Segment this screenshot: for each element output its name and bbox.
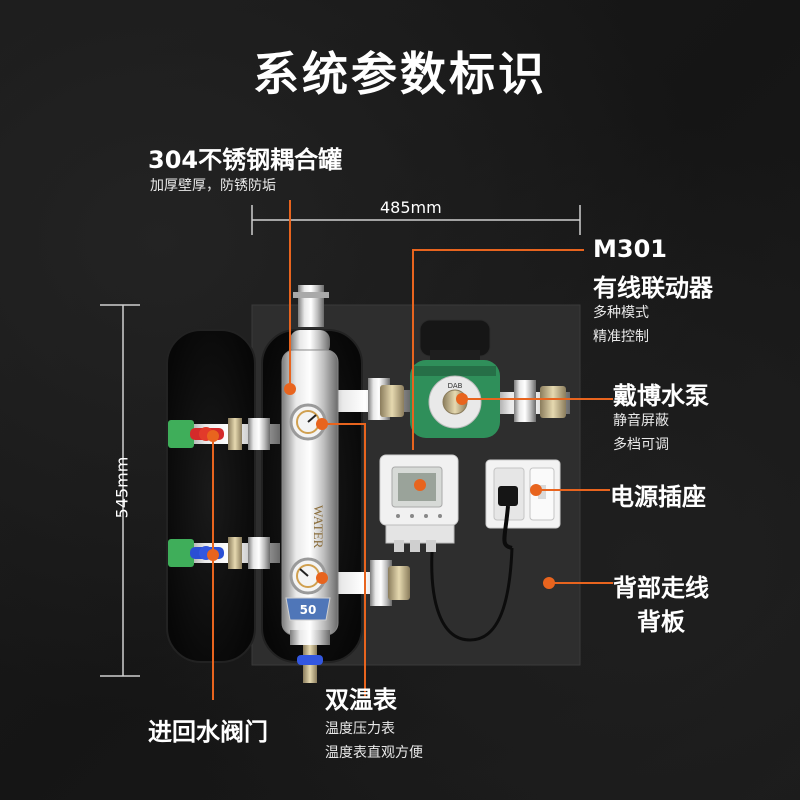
thermometer-sub2: 温度表直观方便: [325, 745, 423, 761]
width-dimension-label: 485mm: [380, 198, 442, 217]
marker-backboard: [543, 577, 555, 589]
height-dimension-label: 545mm: [112, 456, 132, 519]
socket-label: 电源插座: [610, 483, 706, 511]
lower-right-pipe: [320, 560, 410, 606]
pump-inlet-pipe: [320, 378, 410, 420]
tank-label: 304不锈钢耦合罐: [148, 146, 343, 174]
backboard-label-line1: 背部走线: [613, 574, 709, 602]
thermometer-sub1: 温度压力表: [325, 721, 395, 737]
svg-text:WATER: WATER: [311, 505, 326, 549]
pump-sub1: 静音屏蔽: [613, 413, 669, 429]
svg-text:50: 50: [300, 603, 317, 617]
controller-model: M301: [593, 235, 667, 263]
marker-controller: [414, 479, 426, 491]
marker-tank: [284, 383, 296, 395]
page-title: 系统参数标识: [253, 47, 547, 101]
leader-thermometer: [322, 423, 366, 697]
pump-label: 戴博水泵: [613, 382, 709, 410]
controller-sub2: 精准控制: [593, 329, 649, 345]
foam-insulation-left: [166, 329, 256, 663]
thermometer-gauge-upper: [289, 403, 327, 441]
outlet-pipe-lower: [168, 537, 280, 569]
marker-pump: [456, 393, 468, 405]
backboard-label-line2: 背板: [637, 608, 685, 636]
dimension-width-line: [251, 205, 581, 235]
marker-valve-upper: [207, 430, 219, 442]
marker-thermometer-lower: [316, 572, 328, 584]
marker-socket: [530, 484, 542, 496]
circulation-pump: DAB: [410, 319, 500, 438]
dimension-height-line: [100, 304, 140, 677]
controller-sub1: 多种模式: [593, 305, 649, 321]
tank-capacity-badge: 50: [285, 597, 331, 621]
valve-label: 进回水阀门: [148, 718, 268, 746]
marker-valve-lower: [207, 549, 219, 561]
pump-outlet-pipe: [490, 380, 570, 422]
thermometer-label: 双温表: [325, 686, 397, 714]
svg-text:DAB: DAB: [448, 382, 463, 390]
marker-thermometer-upper: [316, 418, 328, 430]
power-socket: [485, 459, 561, 550]
leader-controller: [412, 249, 584, 450]
tank-sublabel: 加厚壁厚，防锈防垢: [150, 178, 276, 194]
controller-label: 有线联动器: [593, 274, 713, 302]
pump-sub2: 多档可调: [613, 437, 669, 453]
